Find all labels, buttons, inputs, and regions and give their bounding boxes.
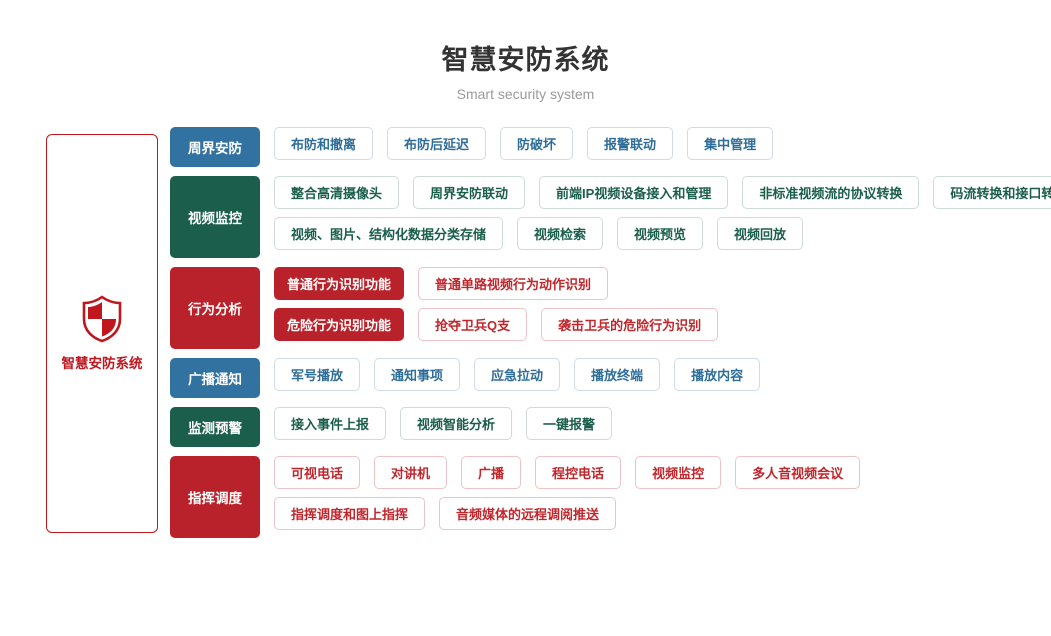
feature-item[interactable]: 可视电话 [274, 456, 361, 489]
category-row: 视频监控整合高清摄像头周界安防联动前端IP视频设备接入和管理非标准视频流的协议转… [170, 176, 1051, 258]
feature-item[interactable]: 视频回放 [717, 217, 804, 250]
category-content: 军号播放通知事项应急拉动播放终端播放内容 [260, 358, 1050, 398]
feature-item[interactable]: 通知事项 [374, 358, 461, 391]
category-row: 指挥调度可视电话对讲机广播程控电话视频监控多人音视频会议指挥调度和图上指挥音频媒… [170, 456, 1050, 538]
category-label-6[interactable]: 指挥调度 [170, 456, 260, 538]
brand-panel: 智慧安防系统 [46, 134, 158, 533]
feature-item[interactable]: 应急拉动 [474, 358, 561, 391]
feature-item[interactable]: 广播 [461, 456, 522, 489]
feature-item[interactable]: 程控电话 [535, 456, 622, 489]
feature-item-line: 指挥调度和图上指挥音频媒体的远程调阅推送 [274, 497, 1050, 530]
feature-item[interactable]: 多人音视频会议 [735, 456, 861, 489]
page-header: 智慧安防系统 Smart security system [0, 0, 1051, 102]
feature-item[interactable]: 防破坏 [500, 127, 574, 160]
category-content: 可视电话对讲机广播程控电话视频监控多人音视频会议指挥调度和图上指挥音频媒体的远程… [260, 456, 1050, 538]
feature-item[interactable]: 非标准视频流的协议转换 [742, 176, 920, 209]
feature-item[interactable]: 布防和撤离 [274, 127, 374, 160]
feature-item[interactable]: 码流转换和接口转换 [933, 176, 1051, 209]
feature-item-line: 视频、图片、结构化数据分类存储视频检索视频预览视频回放 [274, 217, 1051, 250]
feature-item[interactable]: 整合高清摄像头 [274, 176, 400, 209]
category-label-3[interactable]: 行为分析 [170, 267, 260, 349]
feature-item[interactable]: 视频预览 [617, 217, 704, 250]
feature-item[interactable]: 音频媒体的远程调阅推送 [439, 497, 617, 530]
feature-item[interactable]: 对讲机 [374, 456, 448, 489]
feature-item[interactable]: 布防后延迟 [387, 127, 487, 160]
category-row: 监测预警接入事件上报视频智能分析一键报警 [170, 407, 1050, 447]
feature-item[interactable]: 袭击卫兵的危险行为识别 [541, 308, 719, 341]
category-label-5[interactable]: 监测预警 [170, 407, 260, 447]
category-rows: 周界安防布防和撤离布防后延迟防破坏报警联动集中管理视频监控整合高清摄像头周界安防… [170, 127, 1051, 547]
feature-item[interactable]: 普通单路视频行为动作识别 [418, 267, 609, 300]
feature-item-line: 接入事件上报视频智能分析一键报警 [274, 407, 1050, 440]
subcategory-label[interactable]: 危险行为识别功能 [274, 308, 405, 341]
feature-item[interactable]: 视频检索 [517, 217, 604, 250]
category-row: 行为分析普通行为识别功能普通单路视频行为动作识别危险行为识别功能抢夺卫兵Q支袭击… [170, 267, 1050, 349]
subgroup-line: 危险行为识别功能抢夺卫兵Q支袭击卫兵的危险行为识别 [274, 308, 1050, 341]
feature-item[interactable]: 视频智能分析 [400, 407, 513, 440]
feature-item[interactable]: 视频、图片、结构化数据分类存储 [274, 217, 504, 250]
feature-item[interactable]: 一键报警 [526, 407, 613, 440]
feature-item[interactable]: 视频监控 [635, 456, 722, 489]
feature-item-line: 布防和撤离布防后延迟防破坏报警联动集中管理 [274, 127, 1050, 160]
feature-item[interactable]: 抢夺卫兵Q支 [418, 308, 528, 341]
category-content: 整合高清摄像头周界安防联动前端IP视频设备接入和管理非标准视频流的协议转换码流转… [260, 176, 1051, 258]
shield-icon [81, 295, 123, 343]
feature-item-line: 整合高清摄像头周界安防联动前端IP视频设备接入和管理非标准视频流的协议转换码流转… [274, 176, 1051, 209]
feature-item[interactable]: 报警联动 [587, 127, 674, 160]
feature-item[interactable]: 接入事件上报 [274, 407, 387, 440]
feature-item-line: 可视电话对讲机广播程控电话视频监控多人音视频会议 [274, 456, 1050, 489]
page-subtitle: Smart security system [456, 86, 595, 102]
feature-item[interactable]: 播放内容 [674, 358, 761, 391]
category-row: 周界安防布防和撤离布防后延迟防破坏报警联动集中管理 [170, 127, 1050, 167]
category-label-1[interactable]: 周界安防 [170, 127, 260, 167]
feature-item[interactable]: 前端IP视频设备接入和管理 [539, 176, 729, 209]
feature-item[interactable]: 周界安防联动 [413, 176, 526, 209]
feature-item[interactable]: 播放终端 [574, 358, 661, 391]
feature-item[interactable]: 指挥调度和图上指挥 [274, 497, 426, 530]
category-content: 布防和撤离布防后延迟防破坏报警联动集中管理 [260, 127, 1050, 167]
subcategory-label[interactable]: 普通行为识别功能 [274, 267, 405, 300]
category-content: 接入事件上报视频智能分析一键报警 [260, 407, 1050, 447]
feature-item[interactable]: 军号播放 [274, 358, 361, 391]
feature-item[interactable]: 集中管理 [687, 127, 774, 160]
category-label-2[interactable]: 视频监控 [170, 176, 260, 258]
subgroup-line: 普通行为识别功能普通单路视频行为动作识别 [274, 267, 1050, 300]
category-label-4[interactable]: 广播通知 [170, 358, 260, 398]
brand-label: 智慧安防系统 [61, 356, 143, 371]
feature-item-line: 军号播放通知事项应急拉动播放终端播放内容 [274, 358, 1050, 391]
page-title: 智慧安防系统 [441, 45, 610, 75]
category-content: 普通行为识别功能普通单路视频行为动作识别危险行为识别功能抢夺卫兵Q支袭击卫兵的危… [260, 267, 1050, 349]
category-row: 广播通知军号播放通知事项应急拉动播放终端播放内容 [170, 358, 1050, 398]
subgroup-block: 普通行为识别功能普通单路视频行为动作识别危险行为识别功能抢夺卫兵Q支袭击卫兵的危… [274, 267, 1050, 341]
